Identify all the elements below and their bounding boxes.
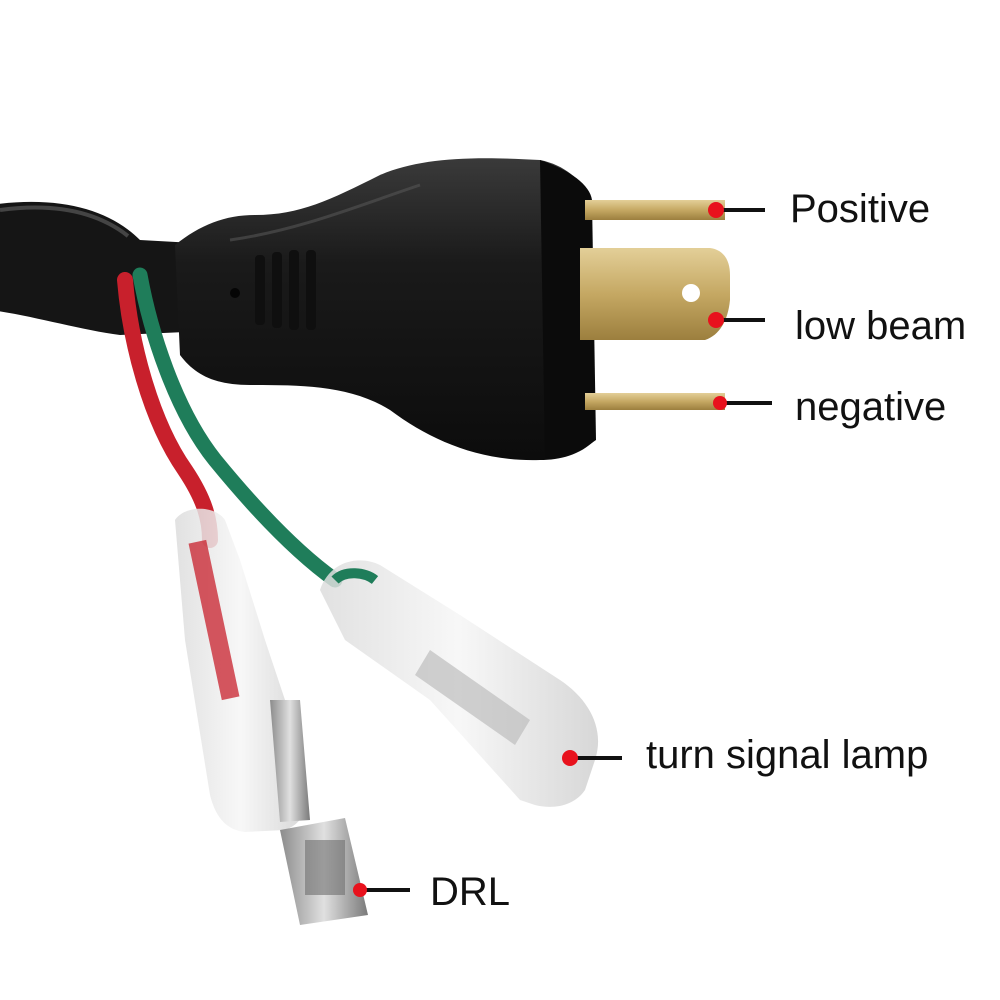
marker-dot-low-beam xyxy=(708,312,724,328)
turn-signal-terminal xyxy=(320,560,599,807)
label-negative: negative xyxy=(795,385,947,429)
leader-lines xyxy=(362,208,772,892)
drl-terminal xyxy=(175,508,368,925)
grip-ridges xyxy=(255,250,316,330)
green-wire xyxy=(132,267,343,588)
pin-low-beam xyxy=(580,248,730,340)
pin-negative xyxy=(585,393,725,410)
main-cable xyxy=(0,201,230,335)
marker-dots xyxy=(353,202,727,897)
h4-plug-body xyxy=(175,158,596,461)
label-turn-signal-lamp: turn signal lamp xyxy=(646,733,929,777)
plug-hole xyxy=(230,288,240,298)
marker-dot-drl xyxy=(353,883,367,897)
label-low-beam: low beam xyxy=(795,304,967,348)
marker-dot-turn-signal xyxy=(562,750,578,766)
label-positive: Positive xyxy=(790,187,931,231)
marker-dot-negative xyxy=(713,396,727,410)
pin-positive xyxy=(585,200,725,220)
marker-dot-positive xyxy=(708,202,724,218)
label-drl: DRL xyxy=(430,870,511,914)
